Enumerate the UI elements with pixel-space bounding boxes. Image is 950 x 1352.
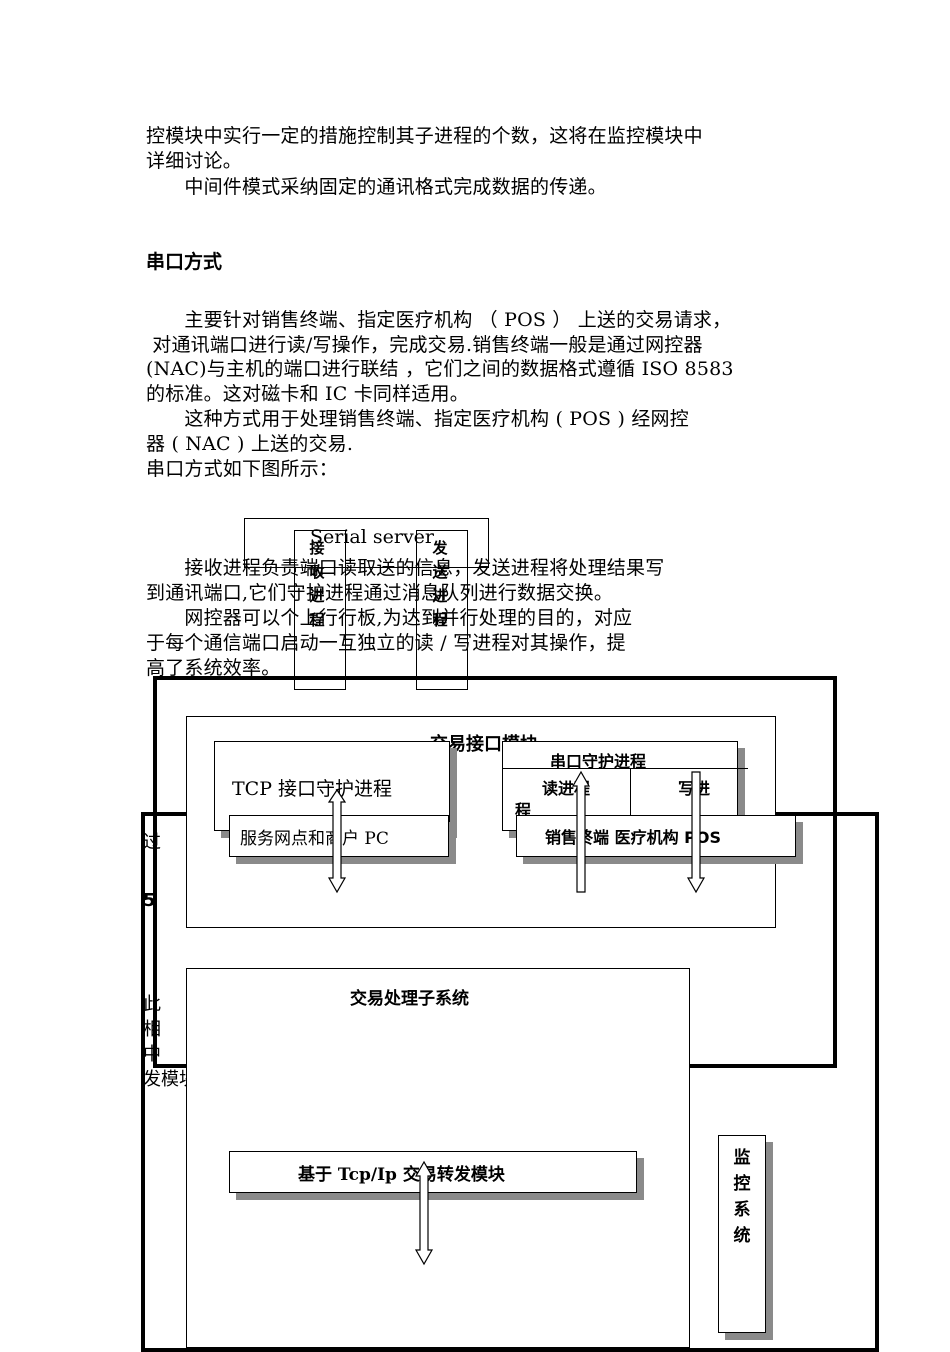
service-points-label: 服务网点和商户 PC (240, 829, 389, 849)
tcp-forward-label: 基于 Tcp/Ip 交易转发模块 (298, 1165, 505, 1185)
pos-terminal-label: 销售终端 医疗机构 POS (545, 828, 721, 847)
up-arrow-icon (571, 770, 591, 893)
paragraph-line: 于每个通信端口启动一互独立的读 / 写进程对其操作，提 (146, 632, 626, 654)
paragraph-line: 的标准。这对磁卡和 IC 卡同样适用。 (146, 383, 469, 405)
down-arrow-icon (686, 771, 706, 894)
paragraph-line: 到通讯端口,它们守护进程通过消息队列进行数据交换。 (146, 582, 614, 604)
pos-terminal-box (516, 815, 796, 857)
paragraph-line: 高了系统效率。 (146, 657, 281, 679)
trade-subsystem-title: 交易处理子系统 (350, 989, 469, 1009)
monitor-system-label: 监控系统 (733, 1148, 751, 1246)
double-arrow-icon (414, 1160, 434, 1266)
receive-process-label: 接收进程 (309, 539, 325, 629)
serial-daemon-label: 串口守护进程 (550, 752, 647, 771)
paragraph-line: 器 ( NAC ) 上送的交易. (146, 433, 354, 455)
divider (630, 768, 631, 816)
paragraph-line: 接收进程负责端口读取送的信息，发送进程将处理结果写 (146, 557, 665, 579)
paragraph-line: 详细讨论。 (146, 150, 243, 172)
text-fragment: 发模块 (143, 1069, 197, 1090)
tcp-forward-box (229, 1151, 637, 1193)
divider (502, 768, 748, 769)
double-arrow-icon (327, 788, 347, 894)
serial-server-label: Serial server (310, 526, 435, 548)
receive-process-box (294, 530, 346, 690)
paragraph-line: 中间件模式采纳固定的通讯格式完成数据的传递。 (146, 176, 607, 198)
paragraph-line: 控模块中实行一定的措施控制其子进程的个数，这将在监控模块中 (146, 125, 703, 147)
serial-server-box (244, 518, 489, 568)
send-process-label: 发送进程 (432, 539, 448, 629)
paragraph-line: 主要针对销售终端、指定医疗机构 （ POS ） 上送的交易请求， (146, 309, 732, 331)
paragraph-line: (NAC)与主机的端口进行联结 ，它们之间的数据格式遵循 ISO 8583 (146, 358, 734, 380)
paragraph-line: 对通讯端口进行读/写操作，完成交易.销售终端一般是通过网控器 (146, 334, 703, 356)
paragraph-line: 网控器可以个上行行板,为达到并行处理的目的，对应 (146, 607, 633, 629)
text-fragment: 5 (143, 890, 156, 911)
paragraph-line: 这种方式用于处理销售终端、指定医疗机构 ( POS ) 经网控 (146, 408, 689, 430)
paragraph-line: 串口方式如下图所示： (146, 458, 339, 480)
tcp-daemon-label: TCP 接口守护进程 (232, 778, 393, 800)
send-process-box (416, 530, 468, 690)
section-heading: 串口方式 (146, 251, 223, 273)
monitor-system-box (718, 1135, 766, 1333)
